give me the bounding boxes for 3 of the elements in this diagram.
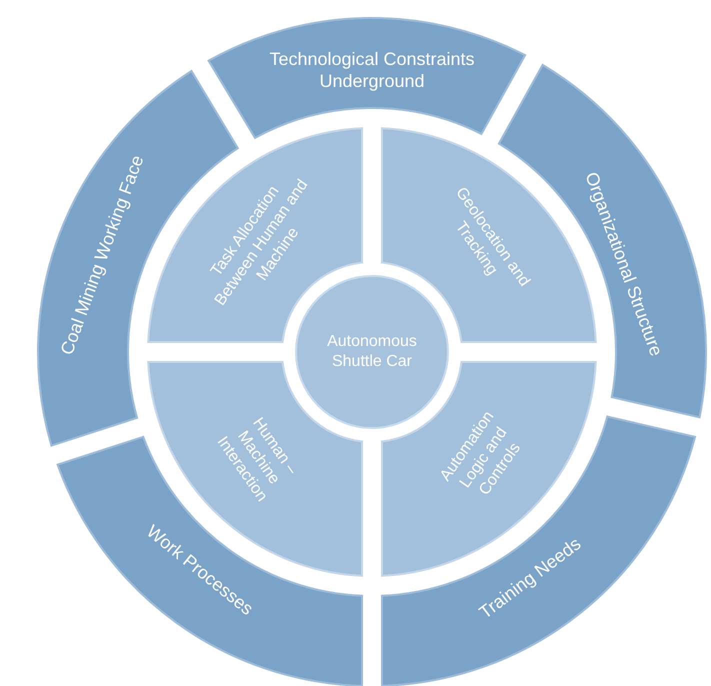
ring-segment bbox=[208, 17, 526, 139]
segment-label: Technological Constraints Underground bbox=[268, 48, 476, 92]
segment-label: Autonomous Shuttle Car bbox=[326, 332, 418, 372]
